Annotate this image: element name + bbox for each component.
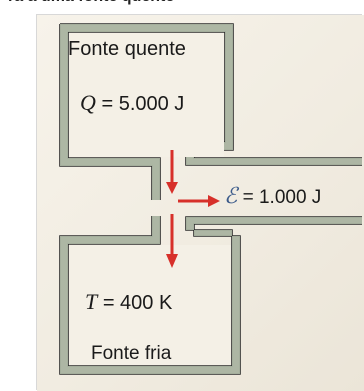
work-symbol: ℰ [224, 183, 238, 208]
heat-value: = 5.000 J [101, 93, 185, 115]
temperature-value: = 400 K [102, 292, 173, 314]
heat-symbol: Q [80, 90, 96, 115]
hot-source-heat: Q = 5.000 J [80, 90, 185, 115]
hot-chamber-interior [69, 33, 224, 157]
partial-caption: ra a uma fonte quente [0, 0, 364, 8]
temperature-symbol: T [85, 289, 98, 314]
work-value: = 1.000 J [242, 187, 322, 208]
work-label: ℰ = 1.000 J [224, 183, 322, 208]
cold-source-title: Fonte fria [91, 343, 172, 364]
arrow-down-upper-head [166, 182, 178, 194]
cold-source-temperature: T = 400 K [85, 289, 173, 314]
hot-source-title: Fonte quente [68, 38, 186, 60]
arrow-right-head [208, 195, 220, 207]
arrow-down-lower-head [166, 254, 178, 268]
cold-source-wall [59, 216, 362, 375]
heat-flow-arrows [166, 150, 220, 268]
image-frame [36, 14, 362, 390]
